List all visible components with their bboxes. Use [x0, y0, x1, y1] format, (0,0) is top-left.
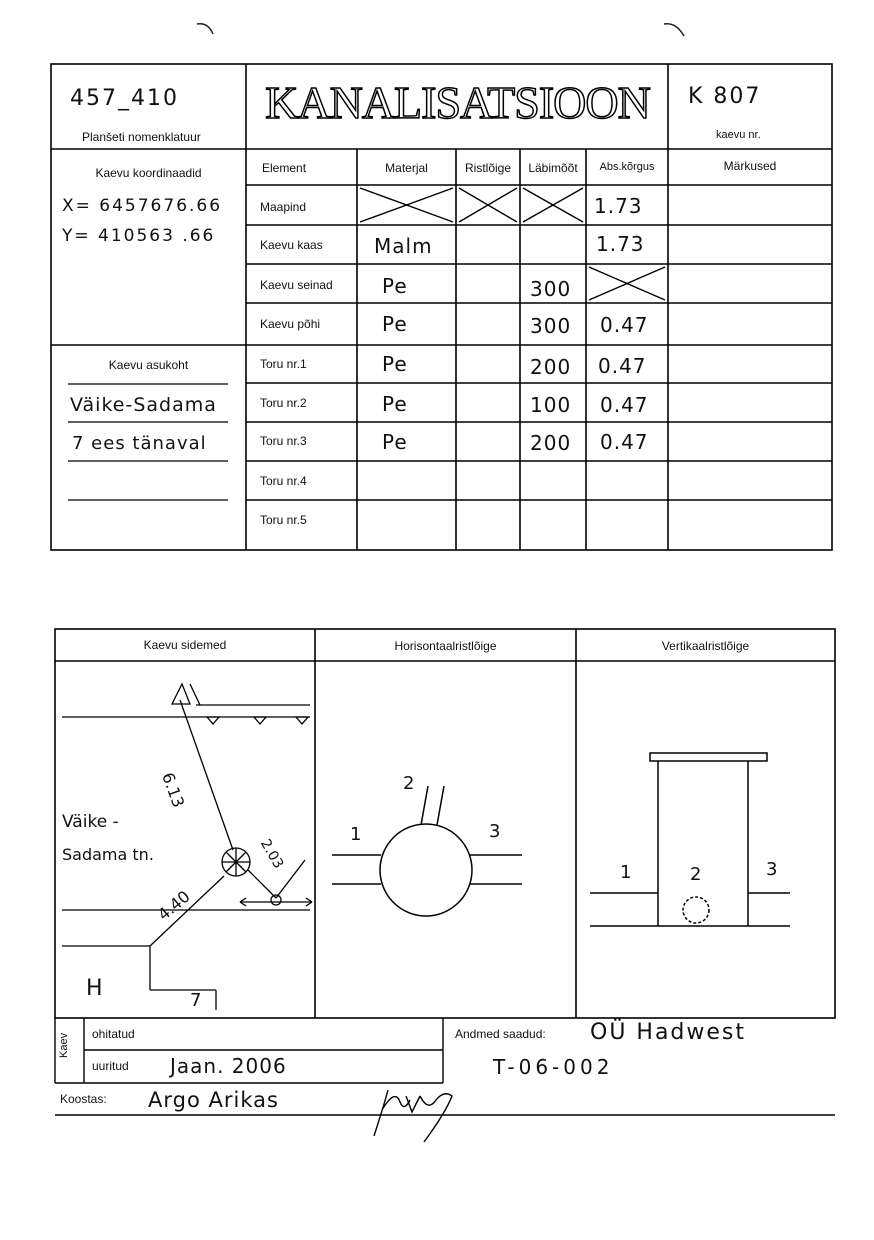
col-header-element: Element: [262, 161, 307, 175]
row-element: Toru nr.1: [260, 357, 307, 371]
pipe-label: 1: [350, 824, 362, 845]
location-line1: Väike-Sadama: [70, 394, 217, 416]
row-element: Toru nr.3: [260, 434, 307, 448]
page-title: KANALISATSIOON: [264, 76, 651, 129]
signature: [373, 1089, 453, 1143]
street-name-line1: Väike -: [62, 812, 119, 832]
panel-title-vertical: Vertikaalristlõige: [661, 639, 750, 653]
header-table-grid: [50, 63, 833, 551]
street-name-line2: Sadama tn.: [62, 845, 154, 864]
panel-title-connections: Kaevu sidemed: [143, 638, 227, 652]
row-height: 0.47: [600, 393, 649, 417]
col-header-section: Ristlõige: [464, 161, 512, 175]
row-height: 1.73: [594, 194, 643, 218]
pipe-label: 3: [489, 821, 501, 842]
house-letter: H: [86, 976, 103, 1001]
row-material: Pe: [382, 312, 408, 336]
col-header-height: Abs.kõrgus: [599, 161, 655, 173]
panel-title-horizontal: Horisontaalristlõige: [394, 639, 497, 653]
row-diameter: 300: [530, 314, 572, 338]
col-header-notes: Märkused: [723, 159, 777, 173]
row-element: Toru nr.5: [260, 513, 307, 527]
connections-sketch: [62, 682, 313, 1010]
row-height: 1.73: [596, 232, 645, 256]
footer-grid: [54, 1018, 835, 1116]
row-material: Pe: [382, 392, 408, 416]
pipe-label: 2: [690, 864, 702, 885]
sheet-label: Planšeti nomenklatuur: [82, 130, 201, 144]
row-height: 0.47: [600, 313, 649, 337]
data-reference: T-06-002: [493, 1055, 614, 1079]
horizontal-section: [332, 785, 522, 917]
col-header-diameter: Läbimõõt: [528, 161, 578, 175]
data-source-value: OÜ Hadwest: [590, 1020, 747, 1045]
row-material: Pe: [382, 352, 408, 376]
row-element: Kaevu seinad: [260, 278, 333, 292]
location-label: Kaevu asukoht: [108, 358, 189, 372]
row-element: Toru nr.2: [260, 396, 307, 410]
surveyed-label: uuritud: [92, 1059, 129, 1073]
row-diameter: 200: [530, 431, 572, 455]
row-height: 0.47: [598, 354, 647, 378]
data-source-label: Andmed saadud:: [455, 1027, 546, 1041]
row-material: Pe: [382, 430, 408, 454]
row-element: Kaevu kaas: [260, 238, 323, 252]
sheet-number: 457_410: [70, 86, 179, 111]
side-label: Kaev: [58, 1032, 70, 1058]
row-element: Toru nr.4: [260, 474, 307, 488]
row-diameter: 100: [530, 393, 572, 417]
house-number: 7: [190, 990, 202, 1011]
vertical-section: [590, 752, 790, 927]
well-label: kaevu nr.: [716, 129, 761, 141]
coords-label: Kaevu koordinaadid: [95, 166, 202, 180]
row-material: Malm: [374, 234, 433, 258]
row-element: Kaevu põhi: [260, 317, 321, 331]
col-header-material: Materjal: [385, 161, 428, 175]
location-line2: 7 ees tänaval: [72, 433, 207, 454]
row-element: Maapind: [260, 200, 307, 214]
row-material: Pe: [382, 274, 408, 298]
well-number: K 807: [688, 84, 762, 109]
compiled-label: Koostas:: [60, 1092, 107, 1106]
pipe-label: 1: [620, 862, 632, 883]
compiled-value: Argo Arikas: [148, 1088, 279, 1112]
pipe-label: 3: [766, 859, 778, 880]
row-height: 0.47: [600, 430, 649, 454]
row-diameter: 300: [530, 277, 572, 301]
checked-label: ohitatud: [92, 1027, 135, 1041]
row-diameter: 200: [530, 355, 572, 379]
pipe-label: 2: [403, 773, 415, 794]
coord-x: X= 6457676.66: [62, 196, 223, 216]
coord-y: Y= 410563 .66: [62, 226, 216, 246]
surveyed-value: Jaan. 2006: [170, 1054, 287, 1078]
